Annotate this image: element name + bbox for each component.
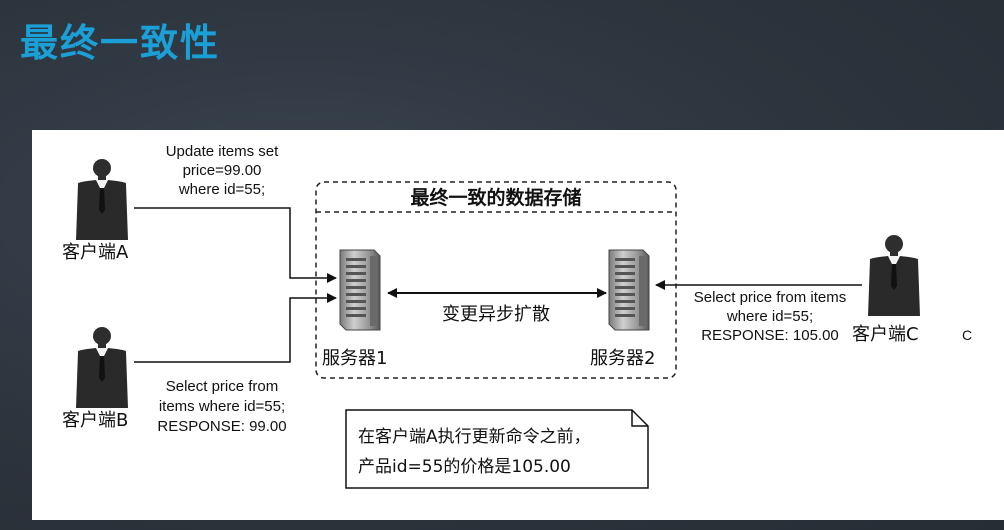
note-fold [631,410,648,427]
note-box [345,409,649,489]
query-c-line-3: RESPONSE: 105.00 [701,327,839,344]
server-1-label: 服务器1 [322,348,387,369]
store-title: 最终一致的数据存储 [410,186,581,209]
query-c-line-1: Select price from items [694,289,847,306]
server-1-server-icon [339,249,381,331]
query-b-line-3: RESPONSE: 99.00 [157,418,286,435]
query-a-line-3: where id=55; [178,181,265,198]
client-a-person-icon [76,159,128,240]
query-a-line-2: price=99.00 [183,162,262,179]
note-line-2: 产品id=55的价格是105.00 [358,457,571,477]
sync-label: 变更异步扩散 [442,304,550,325]
client-a-label: 客户端A [62,242,129,263]
data-store-box [315,181,677,379]
client-b-arrow [134,293,337,363]
query-b-line-1: Select price from [166,378,279,395]
query-c-line-2: where id=55; [726,308,813,325]
client-c-trailing-mark: C [962,327,972,343]
note-line-1: 在客户端A执行更新命令之前， [358,427,591,447]
client-b-label: 客户端B [62,410,128,431]
query-b-line-2: items where id=55; [159,398,285,415]
client-b-person-icon [76,327,128,408]
client-c-person-icon [868,235,920,316]
client-c-label: 客户端C [852,324,919,345]
server-2-label: 服务器2 [590,348,655,369]
client-a-arrow [134,207,337,283]
diagram-figure: 最终一致的数据存储 客户端A 客户端B 客户端C C 服务器1 服务器2 变更异… [32,130,1004,520]
query-a-line-1: Update items set [166,143,279,160]
page-title: 最终一致性 [20,21,221,65]
server-2-server-icon [608,249,650,331]
diagram-svg: 最终一致的数据存储 客户端A 客户端B 客户端C C 服务器1 服务器2 变更异… [62,143,972,489]
